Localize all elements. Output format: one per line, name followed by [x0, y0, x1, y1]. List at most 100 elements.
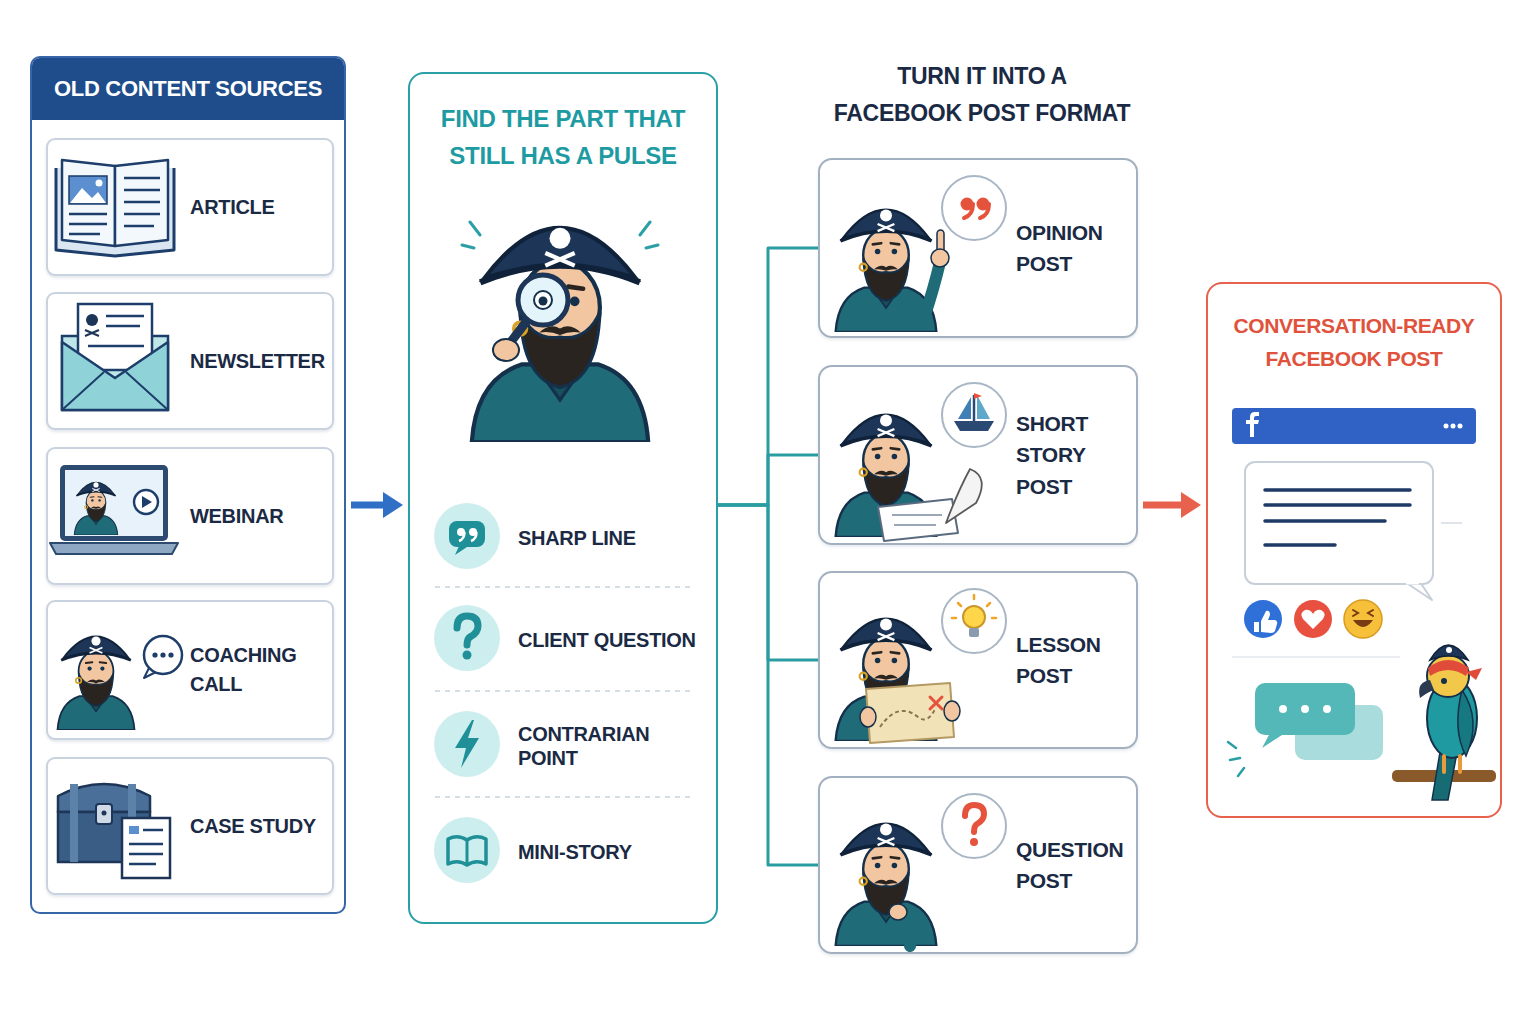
item-label: SHORT STORY POST [1016, 408, 1130, 503]
chest-icon-part [96, 804, 112, 824]
facebook-mock-part [1444, 424, 1449, 429]
row-icons-part-part [449, 521, 485, 547]
facebook-mock-part [1405, 582, 1432, 600]
row-icons-part-part [455, 720, 479, 768]
facebook-mock-part [1265, 490, 1410, 545]
format-box: QUESTION POST [818, 776, 1138, 954]
chest-icon [58, 784, 170, 878]
panel-title: FIND THE PART THAT STILL HAS A PULSE [422, 100, 704, 174]
laptop-icon-part [65, 470, 163, 536]
book-icon-part [69, 214, 107, 234]
parrot-part [1428, 660, 1469, 676]
branch-connector [718, 248, 818, 505]
source-panel: OLD CONTENT SOURCESARTICLENEWSLETTERWEBI… [30, 56, 346, 914]
facebook-mock-part [1262, 733, 1282, 748]
story-figure-part [974, 393, 982, 399]
lesson-figure-part [963, 606, 985, 628]
magnifier-pirate-part [518, 275, 568, 325]
item-label: QUESTION POST [1016, 834, 1130, 897]
item-label: CONTRARIAN POINT [518, 722, 704, 770]
magnifier-pirate-part [493, 339, 519, 361]
item-label: CASE STUDY [190, 812, 316, 841]
lesson-figure-part [969, 628, 979, 637]
row-icons-part-part [455, 546, 467, 555]
coaching-icon-part [144, 666, 158, 678]
branch-connector [718, 505, 818, 865]
facebook-mock-part [1245, 462, 1433, 584]
facebook-mock-part [1279, 705, 1287, 713]
source-box: NEWSLETTER [46, 292, 334, 430]
opinion-figure-part [836, 210, 937, 332]
laptop-icon [50, 465, 178, 554]
opinion-figure-part [961, 198, 974, 211]
opinion-figure-part [924, 262, 940, 318]
row-icons-part-part [471, 532, 477, 541]
facebook-mock-part [1458, 424, 1463, 429]
item-label: SHARP LINE [518, 526, 636, 550]
extract-item: CONTRARIAN POINT [430, 702, 710, 790]
facebook-mock-part [1323, 705, 1331, 713]
facebook-mock-part [1353, 620, 1373, 627]
coaching-icon-part [144, 636, 182, 674]
facebook-mock-part [1232, 656, 1400, 658]
envelope-icon-part [88, 316, 144, 346]
format-box: SHORT STORY POST [818, 365, 1138, 545]
item-label: MINI-STORY [518, 840, 632, 864]
laptop-icon-part [74, 482, 117, 535]
lesson-figure-part [880, 707, 936, 727]
facebook-mock-part [1294, 600, 1332, 638]
item-label: OPINION POST [1016, 217, 1130, 280]
book-icon-part [70, 188, 106, 203]
row-icons-part [449, 521, 485, 555]
facebook-mock-part [1255, 683, 1355, 735]
item-label: LESSON POST [1016, 629, 1130, 692]
question-figure [836, 794, 1006, 946]
branch-line [718, 455, 818, 505]
row-icons-part [434, 711, 500, 777]
item-label: NEWSLETTER [190, 347, 325, 376]
facebook-mock-part [1228, 742, 1244, 776]
magnifier-pirate-part [534, 291, 552, 309]
story-figure-part [958, 397, 971, 419]
parrot-part [1427, 655, 1469, 697]
lesson-figure-part [952, 595, 996, 618]
opinion-figure-part [964, 204, 973, 218]
facebook-mock-part [1406, 582, 1419, 585]
question-figure-part [902, 918, 911, 946]
facebook-mock-part [1441, 522, 1462, 524]
parrot [1392, 645, 1496, 800]
source-box: WEBINAR [46, 447, 334, 585]
facebook-mock-part [1232, 408, 1476, 444]
parrot-part [1419, 680, 1434, 698]
question-figure-part [836, 824, 937, 946]
story-figure-part [878, 499, 958, 541]
laptop-icon-part [142, 496, 152, 508]
story-figure [836, 383, 1006, 541]
book-icon-part [56, 168, 174, 256]
parrot-part [1430, 645, 1468, 660]
arrow-head [1181, 492, 1201, 518]
row-icons-part [457, 616, 478, 660]
facebook-mock-part [1246, 412, 1259, 437]
envelope-icon-part [85, 330, 99, 336]
chest-icon-part [102, 811, 107, 816]
extract-item: MINI-STORY [430, 808, 710, 896]
book-icon-part [62, 160, 115, 246]
row-icons-part-part [463, 651, 472, 660]
coaching-icon-part [58, 637, 135, 731]
chest-icon-part [58, 812, 150, 862]
opinion-figure-part [980, 204, 989, 218]
separator-lines-part [435, 587, 693, 797]
parrot-part [1432, 752, 1456, 800]
lesson-figure-part [942, 589, 1006, 653]
facebook-mock-part [1301, 610, 1324, 629]
book-icon-part [124, 178, 160, 226]
facebook-mock-part [1254, 611, 1277, 633]
envelope-icon-part [78, 304, 152, 370]
lesson-figure-part [930, 697, 942, 709]
branch-connector [718, 455, 818, 505]
row-icons-part-part [448, 837, 486, 865]
chest-icon-part [70, 784, 78, 862]
envelope-icon [62, 304, 168, 410]
separator-lines [435, 587, 693, 797]
